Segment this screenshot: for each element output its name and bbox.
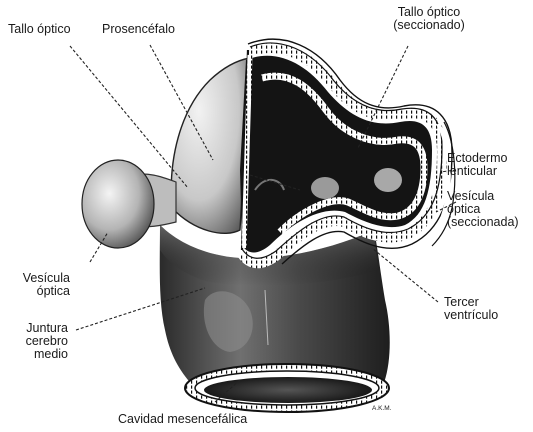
optic-vesicle-left: [82, 160, 154, 248]
label-third-ventricle: Tercer ventrículo: [444, 296, 498, 322]
label-optic-vesicle-sectioned: Vesícula óptica (seccionada): [447, 190, 519, 229]
label-optic-vesicle: Vesícula óptica: [6, 272, 70, 298]
label-midbrain-junction: Juntura cerebro medio: [6, 322, 68, 361]
label-optic-stalk: Tallo óptico: [8, 23, 71, 36]
artist-signature: A.K.M.: [372, 405, 392, 412]
optic-vesicle-lumen: [374, 168, 402, 192]
third-ventricle-wall: [311, 177, 339, 199]
label-optic-stalk-sectioned: Tallo óptico (seccionado): [364, 6, 494, 32]
label-mesencephalic-cavity: Cavidad mesencefálica: [118, 413, 247, 426]
prosencephalon: [171, 58, 250, 233]
label-prosencephalon: Prosencéfalo: [102, 23, 175, 36]
label-lens-ectoderm: Ectodermo lenticular: [447, 152, 507, 178]
mesencephalic-cavity: [185, 364, 389, 412]
